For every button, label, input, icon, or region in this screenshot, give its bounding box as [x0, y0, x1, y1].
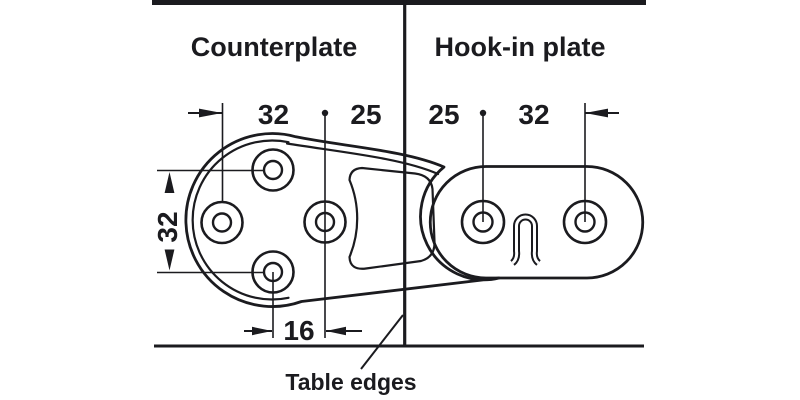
table-edges-leader-line: [360, 314, 404, 370]
dim-25-counterplate-edge: 25: [350, 99, 381, 130]
dim-25-hookplate-edge: 25: [428, 99, 459, 130]
hook-in-plate-title: Hook-in plate: [434, 32, 605, 62]
dimension-lines: [157, 103, 619, 338]
hook-in-plate-outline: [428, 165, 645, 280]
counterplate-title: Counterplate: [191, 32, 358, 62]
dim-16-bottom: 16: [283, 315, 314, 346]
dim-32-vertical: 32: [152, 211, 183, 242]
dim-arrow-top-left: [188, 108, 222, 118]
counterplate-cutout: [348, 166, 436, 270]
dim-32-counterplate-holes: 32: [258, 99, 289, 130]
table-edges-label: Table edges: [285, 369, 416, 395]
dim-arrows-vertical-32: [164, 172, 175, 271]
hook-clip-glyph: [510, 213, 541, 266]
counterplate-tongue-inner-line: [285, 142, 440, 176]
dim-arrow-top-right: [585, 108, 619, 118]
counterplate-outline: [184, 132, 501, 308]
dim-32-hookplate-holes: 32: [518, 99, 549, 130]
counterplate-inner-rim: [191, 139, 290, 301]
hook-in-plate: [428, 165, 645, 280]
table-edge-top-line: [152, 0, 646, 5]
counterplate: [184, 132, 501, 308]
dim-dot-right: [479, 109, 487, 117]
labels: Counterplate Hook-in plate 32 25 25 32 3…: [152, 32, 606, 395]
dim-dot-left: [321, 109, 329, 117]
dim-arrows-16: [244, 326, 362, 336]
counterplate-hole-left: [200, 200, 244, 245]
